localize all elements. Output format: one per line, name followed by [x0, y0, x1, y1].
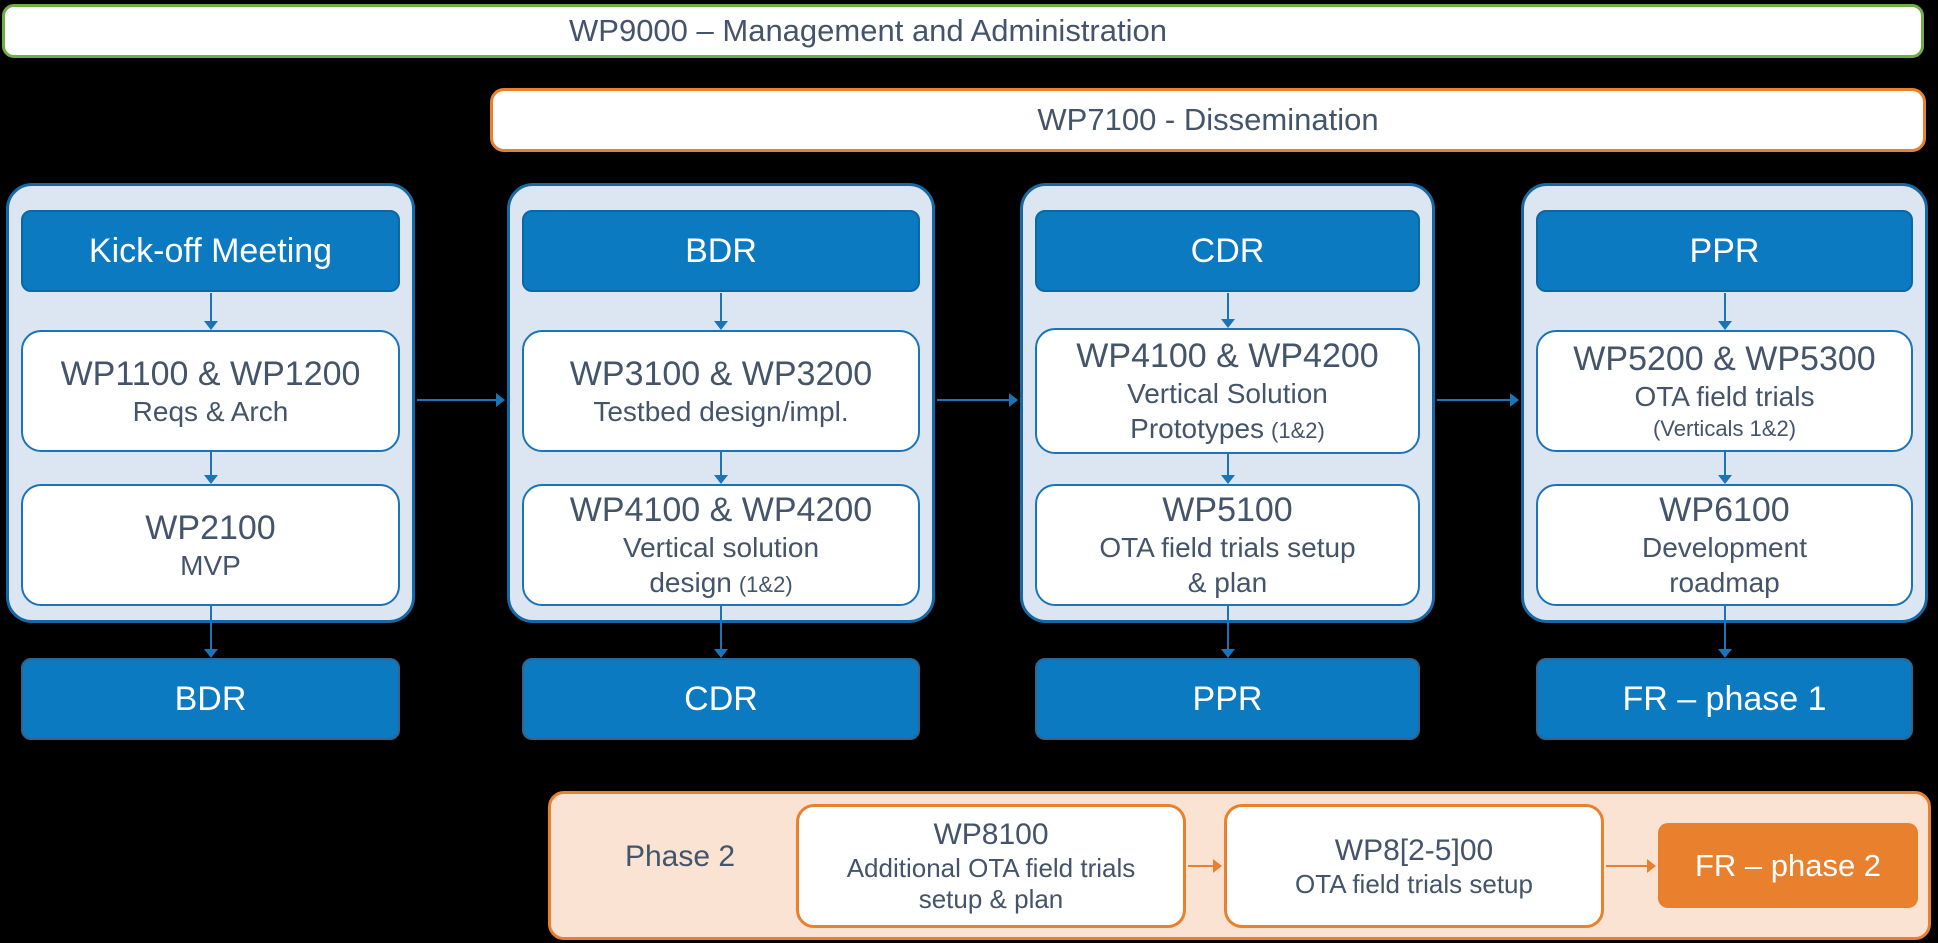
milestone-label: CDR	[684, 679, 758, 718]
right-arrow	[937, 393, 1018, 407]
milestone-label: PPR	[1192, 679, 1263, 718]
wp-box-title: WP4100 & WP4200	[569, 491, 873, 529]
wp-box-title: WP4100 & WP4200	[1076, 337, 1379, 375]
wp-box-subtitle: Vertical solution	[622, 532, 820, 563]
wp-box-note: (1&2)	[1271, 418, 1325, 443]
right-arrow-orange	[1606, 859, 1656, 873]
down-arrow	[714, 293, 728, 330]
banner-wp7100: WP7100 - Dissemination	[490, 88, 1926, 152]
milestone-label: FR – phase 2	[1694, 847, 1882, 883]
wp-box-subtitle: Development	[1642, 532, 1807, 563]
wp-box-subtitle2: setup & plan	[918, 884, 1064, 914]
wp-box-wp4100-wp4200-design: WP4100 & WP4200 Vertical solution design…	[522, 484, 920, 606]
banner-wp9000: WP9000 – Management and Administration	[2, 4, 1924, 58]
right-arrow-orange	[1188, 859, 1222, 873]
right-arrow	[1437, 393, 1519, 407]
wp-box-title: WP8100	[933, 818, 1049, 851]
header-cdr: CDR	[1035, 210, 1420, 292]
wp-box-title: WP8[2-5]00	[1334, 833, 1494, 867]
wp-box-wp8-2-5-00: WP8[2-5]00 OTA field trials setup	[1224, 804, 1604, 928]
wp-box-title: WP2100	[145, 508, 276, 547]
wp-box-subtitle: OTA field trials setup	[1295, 868, 1533, 899]
header-label: CDR	[1190, 231, 1265, 270]
down-arrow	[1221, 293, 1235, 328]
down-arrow	[204, 452, 218, 484]
header-ppr: PPR	[1536, 210, 1913, 292]
milestone-fr-phase1: FR – phase 1	[1536, 658, 1913, 740]
wp-box-subtitle2: Prototypes(1&2)	[1130, 413, 1325, 444]
down-arrow	[714, 452, 728, 484]
milestone-fr-phase2: FR – phase 2	[1658, 823, 1918, 908]
wp-box-wp5200-wp5300: WP5200 & WP5300 OTA field trials (Vertic…	[1536, 330, 1913, 452]
wp-box-subtitle: Reqs & Arch	[132, 395, 289, 427]
wp-box-subtitle2: & plan	[1187, 567, 1268, 598]
wp-box-subtitle: Additional OTA field trials	[846, 853, 1136, 883]
milestone-label: FR – phase 1	[1622, 679, 1827, 718]
wp-box-note: (1&2)	[738, 572, 793, 597]
wp-box-title: WP6100	[1659, 491, 1790, 529]
wp-box-subtitle: MVP	[180, 549, 241, 581]
wp-box-wp2100: WP2100 MVP	[21, 484, 400, 606]
header-kickoff-meeting: Kick-off Meeting	[21, 210, 400, 292]
wp-box-subtitle2: design(1&2)	[649, 567, 793, 598]
down-arrow	[1718, 293, 1732, 330]
down-arrow	[1718, 452, 1732, 484]
wp-box-subtitle2: roadmap	[1669, 567, 1780, 598]
down-arrow	[1221, 454, 1235, 484]
wp-box-wp4100-wp4200-prototypes: WP4100 & WP4200 Vertical Solution Protot…	[1035, 328, 1420, 454]
wp-box-subtitle: OTA field trials setup	[1099, 532, 1356, 563]
header-label: PPR	[1689, 231, 1760, 270]
milestone-ppr: PPR	[1035, 658, 1420, 740]
wp-box-wp3100-wp3200: WP3100 & WP3200 Testbed design/impl.	[522, 330, 920, 452]
down-arrow	[714, 606, 728, 658]
right-arrow	[417, 393, 505, 407]
down-arrow	[1718, 606, 1732, 658]
milestone-bdr: BDR	[21, 658, 400, 740]
wp-box-subtitle: OTA field trials	[1634, 380, 1815, 412]
milestone-cdr: CDR	[522, 658, 920, 740]
wp-box-wp8100: WP8100 Additional OTA field trials setup…	[796, 804, 1186, 928]
wp-box-wp6100: WP6100 Development roadmap	[1536, 484, 1913, 606]
down-arrow	[204, 293, 218, 330]
down-arrow	[1221, 606, 1235, 658]
banner-wp9000-label: WP9000 – Management and Administration	[569, 13, 1167, 48]
wp-box-title: WP5200 & WP5300	[1573, 339, 1876, 378]
wp-box-title: WP1100 & WP1200	[60, 354, 361, 393]
wp-box-note: (Verticals 1&2)	[1652, 415, 1797, 441]
wp-box-subtitle: Vertical Solution	[1127, 378, 1328, 409]
banner-wp7100-label: WP7100 - Dissemination	[1037, 102, 1379, 137]
phase2-label: Phase 2	[624, 840, 736, 873]
wp-box-subtitle: Testbed design/impl.	[593, 395, 849, 427]
down-arrow	[204, 606, 218, 658]
wp-box-title: WP3100 & WP3200	[569, 354, 873, 393]
header-label: Kick-off Meeting	[88, 231, 333, 270]
wp-box-wp5100: WP5100 OTA field trials setup & plan	[1035, 484, 1420, 606]
header-label: BDR	[685, 231, 757, 270]
header-bdr: BDR	[522, 210, 920, 292]
wp-box-title: WP5100	[1162, 491, 1293, 529]
milestone-label: BDR	[174, 679, 247, 718]
wp-box-wp1100-wp1200: WP1100 & WP1200 Reqs & Arch	[21, 330, 400, 452]
